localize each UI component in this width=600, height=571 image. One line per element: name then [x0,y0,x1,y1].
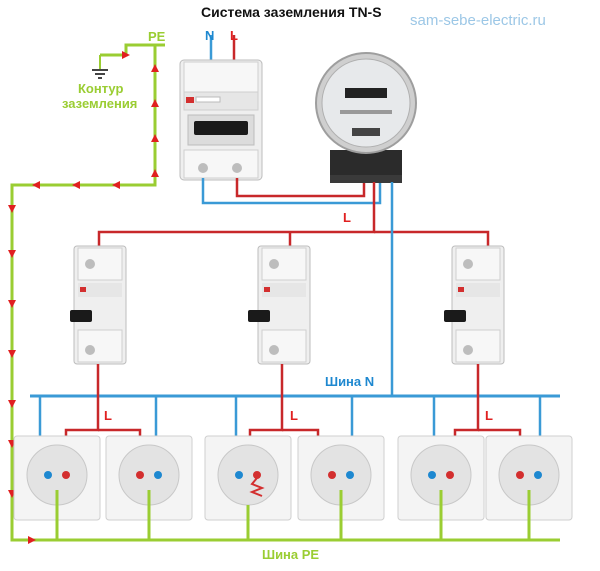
pe-top-label: PE [148,29,166,44]
l-branch-label-1: L [104,408,112,423]
meter-output-wires [97,182,490,396]
main-breaker [179,35,263,181]
l-meter-label: L [343,210,351,225]
branch-breaker-2 [248,245,311,365]
l-branch-label-2: L [290,408,298,423]
pe-arrow [28,536,36,544]
socket-pe-wires [55,490,531,540]
ground-loop-label-2: заземления [62,96,137,111]
pe-arrow [151,134,159,142]
pe-arrow [112,181,120,189]
branch-breaker-3 [444,245,505,365]
pe-arrow [8,350,16,358]
socket-4 [297,435,385,521]
pe-arrow [8,205,16,213]
diagram-title: Система заземления TN-S [201,4,382,20]
l-branch-label-3: L [485,408,493,423]
pe-arrow [8,250,16,258]
socket-6 [485,435,573,521]
pe-arrow [151,169,159,177]
socket-1 [13,435,101,521]
pe-arrows [8,51,159,544]
pe-bus-label: Шина PE [262,547,319,562]
pe-arrow [122,51,130,59]
site-watermark: sam-sebe-electric.ru [410,12,546,29]
n-bus-label: Шина N [325,374,374,389]
l-top-label: L [230,28,238,43]
pe-arrow [32,181,40,189]
socket-5 [397,435,485,521]
ground-symbol-icon [92,55,108,79]
pe-arrow [8,400,16,408]
electricity-meter [315,52,417,183]
pe-arrow [8,300,16,308]
ground-loop-label-1: Контур [78,81,123,96]
socket-2 [105,435,193,521]
pe-arrow [151,99,159,107]
pe-arrow [151,64,159,72]
branch-breaker-1 [70,245,127,365]
pe-arrow [72,181,80,189]
n-top-label: N [205,28,214,43]
